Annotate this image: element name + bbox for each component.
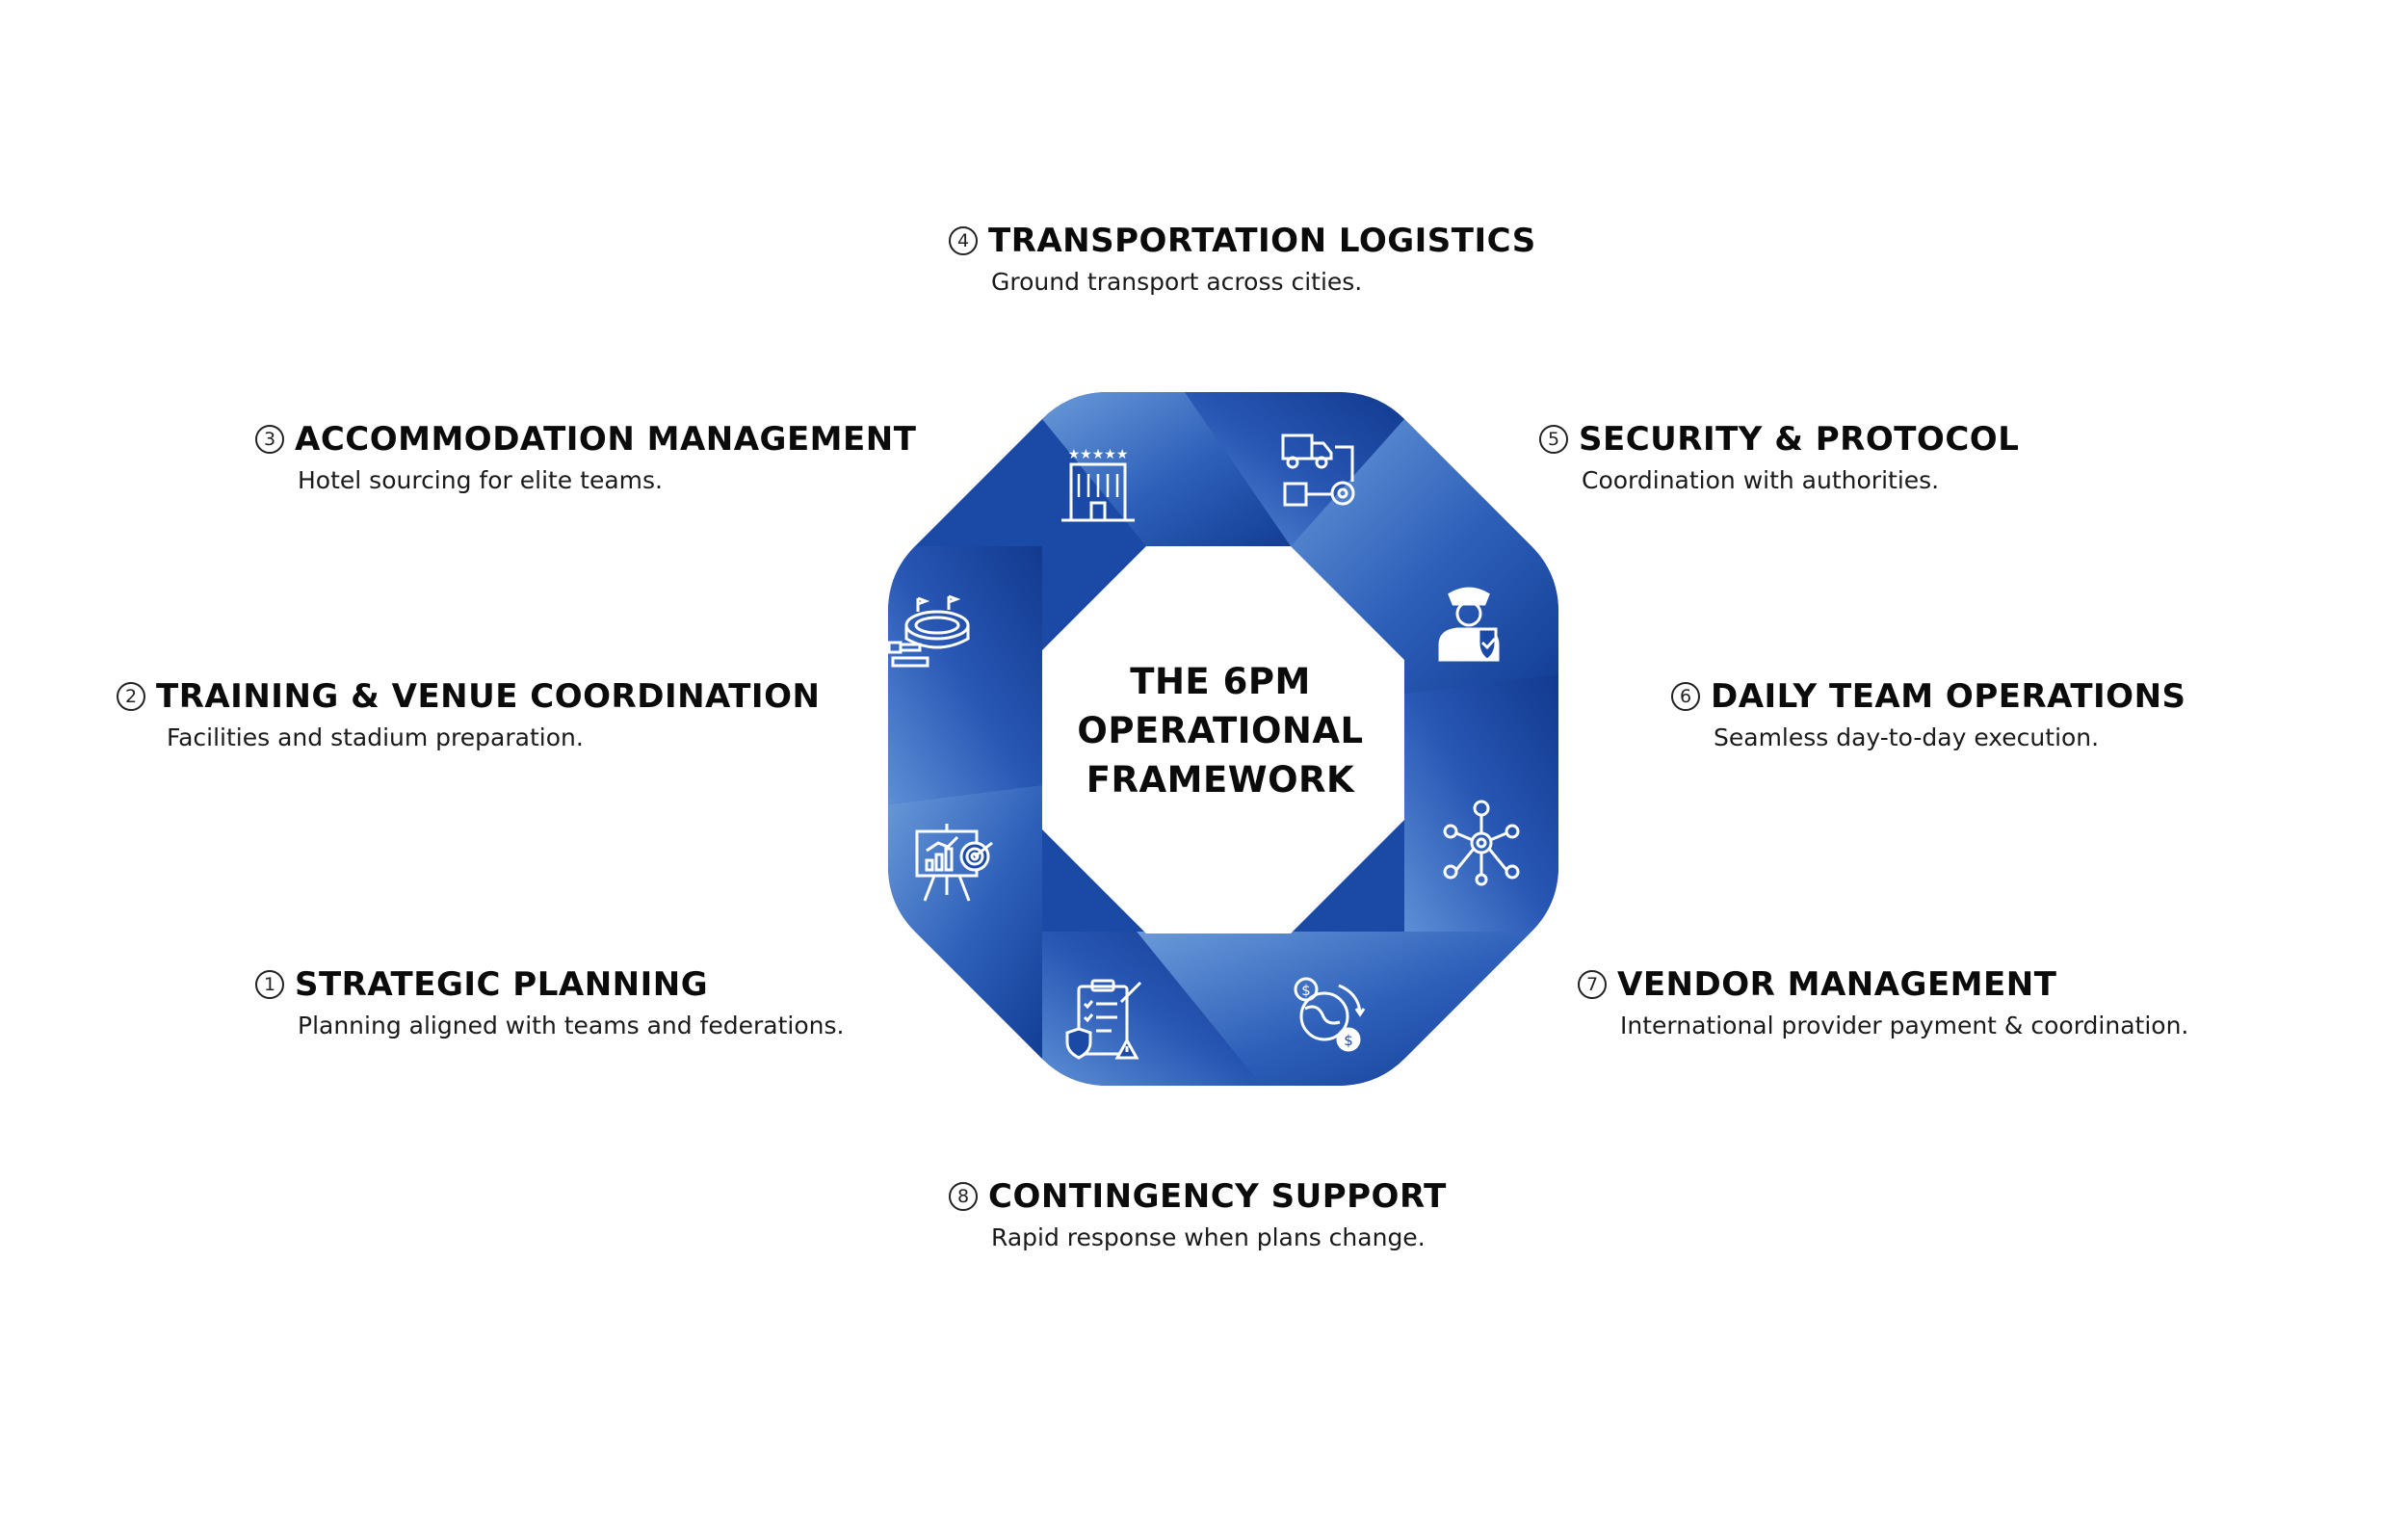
svg-text:★★★★★: ★★★★★ xyxy=(1068,447,1129,462)
step-2: 2 TRAINING & VENUE COORDINATION Faciliti… xyxy=(117,677,820,751)
step-description: International provider payment & coordin… xyxy=(1620,1012,2188,1039)
stadium-icon xyxy=(881,583,978,679)
step-3: 3 ACCOMMODATION MANAGEMENT Hotel sourcin… xyxy=(255,420,916,494)
strategy-presentation-icon xyxy=(905,814,1002,910)
hotel-icon: ★★★★★ xyxy=(1050,434,1146,530)
svg-text:$: $ xyxy=(1301,982,1311,999)
svg-text:$: $ xyxy=(1344,1032,1353,1049)
step-number: 4 xyxy=(949,226,978,255)
step-number: 5 xyxy=(1539,425,1568,454)
step-description: Facilities and stadium preparation. xyxy=(167,723,820,751)
team-network-icon xyxy=(1433,795,1530,891)
step-number: 8 xyxy=(949,1182,978,1211)
contingency-checklist-icon xyxy=(1058,973,1154,1069)
step-7: 7 VENDOR MANAGEMENT International provid… xyxy=(1578,965,2188,1039)
center-title-line-1: THE 6PM xyxy=(1027,657,1414,706)
step-description: Hotel sourcing for elite teams. xyxy=(298,466,916,494)
center-title-line-3: FRAMEWORK xyxy=(1027,755,1414,804)
step-description: Seamless day-to-day execution. xyxy=(1714,723,2186,751)
center-title-line-2: OPERATIONAL xyxy=(1027,706,1414,755)
step-6: 6 DAILY TEAM OPERATIONS Seamless day-to-… xyxy=(1671,677,2186,751)
global-payment-icon: $ $ xyxy=(1281,968,1377,1065)
step-number: 3 xyxy=(255,425,284,454)
step-description: Planning aligned with teams and federati… xyxy=(298,1012,844,1039)
step-8: 8 CONTINGENCY SUPPORT Rapid response whe… xyxy=(949,1177,1447,1251)
step-title: CONTINGENCY SUPPORT xyxy=(988,1177,1447,1216)
step-description: Rapid response when plans change. xyxy=(991,1223,1447,1251)
center-title: THE 6PM OPERATIONAL FRAMEWORK xyxy=(1027,657,1414,804)
step-title: VENDOR MANAGEMENT xyxy=(1617,965,2056,1004)
step-title: TRAINING & VENUE COORDINATION xyxy=(156,677,820,716)
step-5: 5 SECURITY & PROTOCOL Coordination with … xyxy=(1539,420,2019,494)
step-1: 1 STRATEGIC PLANNING Planning aligned wi… xyxy=(255,965,844,1039)
delivery-truck-icon xyxy=(1273,426,1370,522)
step-4: 4 TRANSPORTATION LOGISTICS Ground transp… xyxy=(949,222,1536,296)
step-description: Coordination with authorities. xyxy=(1582,466,2019,494)
step-number: 2 xyxy=(117,682,145,711)
step-title: ACCOMMODATION MANAGEMENT xyxy=(295,420,916,459)
step-number: 7 xyxy=(1578,970,1607,999)
step-title: STRATEGIC PLANNING xyxy=(295,965,708,1004)
step-number: 6 xyxy=(1671,682,1700,711)
step-title: SECURITY & PROTOCOL xyxy=(1579,420,2019,459)
security-officer-icon xyxy=(1421,573,1517,670)
step-title: TRANSPORTATION LOGISTICS xyxy=(988,222,1536,260)
step-number: 1 xyxy=(255,970,284,999)
step-description: Ground transport across cities. xyxy=(991,268,1536,296)
step-title: DAILY TEAM OPERATIONS xyxy=(1711,677,2186,716)
